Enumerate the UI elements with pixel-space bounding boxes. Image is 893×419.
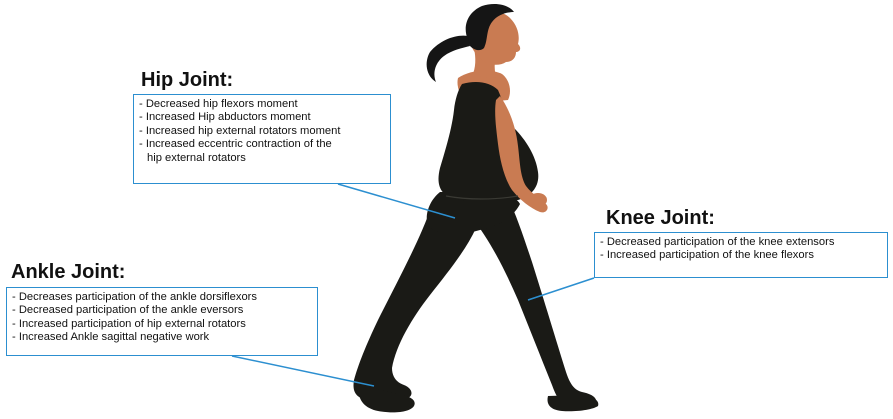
ankle-joint-item: - Decreases participation of the ankle d… [12, 291, 310, 304]
hip-joint-heading: Hip Joint: [141, 70, 233, 90]
ankle-joint-item: - Increased Ankle sagittal negative work [12, 331, 310, 344]
knee-joint-item: - Decreased participation of the knee ex… [600, 236, 880, 249]
ankle-joint-item: - Increased participation of hip externa… [12, 318, 310, 331]
hip-joint-item: - Increased eccentric contraction of the [139, 138, 383, 151]
hip-joint-list: - Decreased hip flexors moment - Increas… [139, 98, 383, 165]
trailing-leg [354, 205, 476, 402]
hand [529, 193, 547, 207]
ankle-joint-heading: Ankle Joint: [11, 262, 125, 282]
ankle-joint-item: - Decreased participation of the ankle e… [12, 304, 310, 317]
ankle-joint-note: - Decreases participation of the ankle d… [6, 287, 318, 356]
hip-joint-item: - Decreased hip flexors moment [139, 98, 383, 111]
ankle-leader-line [232, 356, 374, 386]
hip-joint-note: - Decreased hip flexors moment - Increas… [133, 94, 391, 184]
hip-joint-item: - Increased hip external rotators moment [139, 125, 383, 138]
leading-leg [470, 198, 596, 410]
knee-joint-note: - Decreased participation of the knee ex… [594, 232, 888, 278]
knee-joint-list: - Decreased participation of the knee ex… [600, 236, 880, 263]
ankle-joint-list: - Decreases participation of the ankle d… [12, 291, 310, 345]
hip-joint-item: hip external rotators [139, 152, 383, 165]
knee-joint-heading: Knee Joint: [606, 208, 715, 228]
knee-joint-item: - Increased participation of the knee fl… [600, 249, 880, 262]
leading-foot [548, 395, 599, 411]
hip-joint-item: - Increased Hip abductors moment [139, 111, 383, 124]
